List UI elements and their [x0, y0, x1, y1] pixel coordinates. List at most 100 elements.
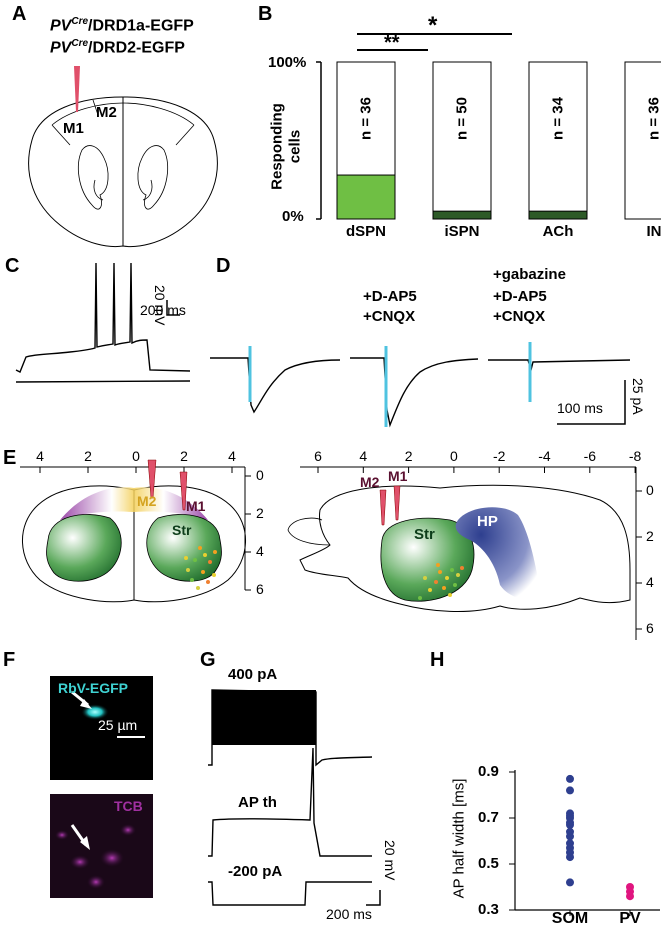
panel-label-d: D	[216, 256, 230, 276]
mouse-line-1: PVCre/DRD1a-EGFP	[50, 16, 194, 35]
electrode-icon	[74, 66, 80, 112]
g-trace-400pa-label: 400 pA	[228, 666, 277, 683]
h-y-tick-label: 0.3	[478, 901, 499, 918]
right-x-tick-label: -4	[533, 448, 557, 464]
category-label-ispn: iSPN	[433, 223, 491, 240]
y-top-label: 100%	[268, 54, 306, 71]
panel-label-f: F	[3, 650, 15, 670]
panel-label-e: E	[3, 448, 16, 468]
f-label-tcb: TCB	[114, 798, 143, 814]
left-x-tick-label: 2	[78, 448, 98, 464]
right-x-tick-label: -8	[623, 448, 647, 464]
mouse-line-2: PVCre/DRD2-EGFP	[50, 38, 185, 57]
recording-site-dot	[460, 566, 464, 570]
c-scale-time: 200 ms	[140, 302, 186, 318]
right-x-tick-label: 0	[442, 448, 466, 464]
category-label-in: IN	[625, 223, 661, 240]
e-label-hp: HP	[477, 513, 498, 530]
f-label-rbv-egfp: RbV-EGFP	[58, 680, 128, 696]
right-depth-tick-label: 0	[646, 482, 654, 498]
recording-site-dot	[445, 576, 449, 580]
recording-site-dot	[198, 546, 202, 550]
g-scale-voltage: 20 mV	[382, 840, 398, 880]
panel-h-chart	[509, 770, 660, 916]
e-label-m1-right: M1	[388, 468, 407, 484]
n-label-in: n = 36	[646, 79, 661, 159]
y-axis-label-line2: cells	[287, 92, 304, 202]
recording-site-dot	[448, 593, 452, 597]
category-label-ach: ACh	[529, 223, 587, 240]
recording-site-dot	[184, 556, 188, 560]
panel-label-a: A	[12, 4, 26, 24]
recording-site-dot	[196, 586, 200, 590]
right-x-tick-label: -6	[578, 448, 602, 464]
e-label-m1-left: M1	[186, 498, 205, 514]
e-label-m2-left: M2	[137, 493, 156, 509]
panel-a	[29, 66, 218, 247]
right-x-tick-label: 6	[306, 448, 330, 464]
right-x-tick-label: 2	[397, 448, 421, 464]
left-depth-tick-label: 4	[256, 543, 264, 559]
recording-site-dot	[450, 568, 454, 572]
recording-site-dot	[438, 570, 442, 574]
right-x-tick-label: -2	[487, 448, 511, 464]
d-condition-2-line2: +CNQX	[363, 308, 415, 325]
g-trace-minus200pa-label: -200 pA	[228, 863, 282, 880]
recording-site-dot	[193, 558, 197, 562]
h-category-label-som: SOM	[545, 910, 595, 928]
category-label-dspn: dSPN	[337, 223, 395, 240]
e-label-str-right: Str	[414, 526, 435, 543]
data-point-som	[566, 853, 574, 861]
h-category-label-pv: PV	[605, 910, 655, 928]
recording-site-dot	[456, 573, 460, 577]
d-condition-2-line1: +D-AP5	[363, 288, 417, 305]
y-bottom-label: 0%	[282, 208, 304, 225]
left-x-tick-label: 4	[30, 448, 50, 464]
left-x-tick-label: 2	[174, 448, 194, 464]
right-x-tick-label: 4	[351, 448, 375, 464]
recording-site-dot	[434, 580, 438, 584]
right-depth-tick-label: 2	[646, 528, 654, 544]
recording-site-dot	[453, 583, 457, 587]
d-scale-current: 25 pA	[630, 378, 646, 415]
panel-e	[20, 460, 642, 640]
left-depth-tick-label: 0	[256, 467, 264, 483]
d-condition-3-line2: +D-AP5	[493, 288, 547, 305]
panel-label-h: H	[430, 650, 444, 670]
g-trace-ap-threshold-label: AP th	[238, 794, 277, 811]
data-point-som	[566, 878, 574, 886]
n-label-ach: n = 34	[550, 79, 567, 159]
recording-site-dot	[213, 550, 217, 554]
region-m2-label: M2	[96, 104, 117, 121]
left-x-tick-label: 0	[126, 448, 146, 464]
g-scale-time: 200 ms	[326, 906, 372, 922]
bar-ach	[529, 211, 587, 219]
e-label-str-left: Str	[172, 522, 191, 538]
electrode-icon	[394, 486, 400, 520]
panel-label-b: B	[258, 4, 272, 24]
data-point-som	[566, 775, 574, 783]
recording-site-dot	[208, 560, 212, 564]
f-scale-bar-label: 25 µm	[98, 717, 137, 733]
d-condition-3-line3: +CNQX	[493, 308, 545, 325]
recording-site-dot	[428, 588, 432, 592]
y-axis-label-line1: Responding	[269, 92, 286, 202]
e-label-m2-right: M2	[360, 474, 379, 490]
right-depth-tick-label: 4	[646, 574, 654, 590]
n-label-ispn: n = 50	[454, 79, 471, 159]
panel-label-g: G	[200, 650, 216, 670]
bar-ispn	[433, 211, 491, 219]
n-label-dspn: n = 36	[358, 79, 375, 159]
left-depth-tick-label: 6	[256, 581, 264, 597]
left-x-tick-label: 4	[222, 448, 242, 464]
significance-double-star: **	[384, 32, 400, 55]
d-condition-3-line1: +gabazine	[493, 266, 566, 283]
electrode-icon	[380, 490, 386, 525]
d-scale-time: 100 ms	[557, 400, 603, 416]
left-depth-tick-label: 2	[256, 505, 264, 521]
data-point-pv	[626, 892, 634, 900]
recording-site-dot	[206, 580, 210, 584]
data-point-som	[566, 821, 574, 829]
data-point-som	[566, 786, 574, 794]
recording-site-dot	[186, 568, 190, 572]
